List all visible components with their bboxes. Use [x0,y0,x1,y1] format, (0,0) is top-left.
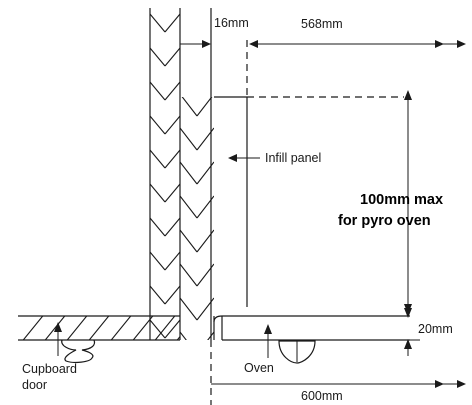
oven-label: Oven [244,361,274,375]
wall-hatch-stroke [150,354,165,372]
panel-hatch-stroke [180,60,197,82]
wall-hatch-stroke [164,47,180,67]
oven-arrow [264,324,272,358]
oven-shape [213,315,410,364]
infill-panel-label: Infill panel [265,151,321,165]
panel-hatch-stroke [180,127,198,151]
width-568mm-label: 568mm [301,17,343,31]
width-600mm-label: 600mm [301,389,343,403]
shelf-hatch-stroke [154,316,176,340]
wall-hatch-stroke [150,217,166,237]
infill-panel-arrow [228,154,260,162]
panel-hatch-stroke [180,195,198,219]
shelf-hatch-stroke [88,316,110,340]
wall-hatch-stroke [150,47,166,67]
wall-hatch-stroke [150,13,166,33]
height-20mm-label: 20mm [418,322,453,336]
cabinet-side-wall [149,8,181,372]
wall-hatch-stroke [150,183,166,203]
gap-16mm-label: 16mm [214,16,249,30]
wall-hatch-stroke [164,319,180,339]
panel-hatch-stroke [180,331,187,340]
gap-16mm-arrow [180,40,211,48]
max-height-label-line2: for pyro oven [338,213,431,229]
shelf-hatch-stroke [66,316,88,340]
wall-hatch-stroke [150,319,166,339]
cupboard-shelf [18,315,180,341]
cupboard-door-label-line1: Cupboard [22,362,77,376]
width-600mm-arrow [211,380,466,388]
wall-hatch-stroke [165,354,180,372]
infill-panel-shape [180,8,248,340]
shelf-hatch-stroke [22,316,44,340]
max-height-label-line1: 100mm max [360,192,443,208]
wall-hatch-stroke [164,13,180,33]
wall-hatch-stroke [164,115,180,135]
shelf-hatch-stroke [110,316,132,340]
shelf-hatch-stroke [176,335,180,340]
wall-hatch-stroke [164,149,180,169]
cupboard-door-handle [61,339,96,364]
wall-hatch-stroke [164,217,180,237]
panel-hatch-stroke [180,229,198,253]
wall-hatch-stroke [150,115,166,135]
panel-hatch-stroke [180,161,198,185]
wall-hatch-stroke [150,81,166,101]
width-568mm-arrow [249,40,466,48]
shelf-hatch-stroke [44,316,66,340]
panel-hatch-stroke [180,297,198,321]
wall-hatch-stroke [164,251,180,271]
shelf-hatch-stroke [132,316,154,340]
panel-hatch-stroke [181,97,198,117]
wall-hatch [150,13,180,372]
wall-hatch-stroke [150,285,166,305]
wall-hatch-stroke [164,81,180,101]
panel-hatch-stroke [180,263,198,287]
height-20mm-arrows [404,300,420,356]
oven-handle [278,340,316,364]
cupboard-door-label-line2: door [22,378,47,392]
shelf-hatch [22,316,180,340]
wall-hatch-stroke [150,149,166,169]
cupboard-door-arrow [54,322,62,356]
panel-hatch [180,60,214,340]
wall-hatch-stroke [164,285,180,305]
wall-hatch-stroke [150,251,166,271]
wall-hatch-stroke [164,183,180,203]
